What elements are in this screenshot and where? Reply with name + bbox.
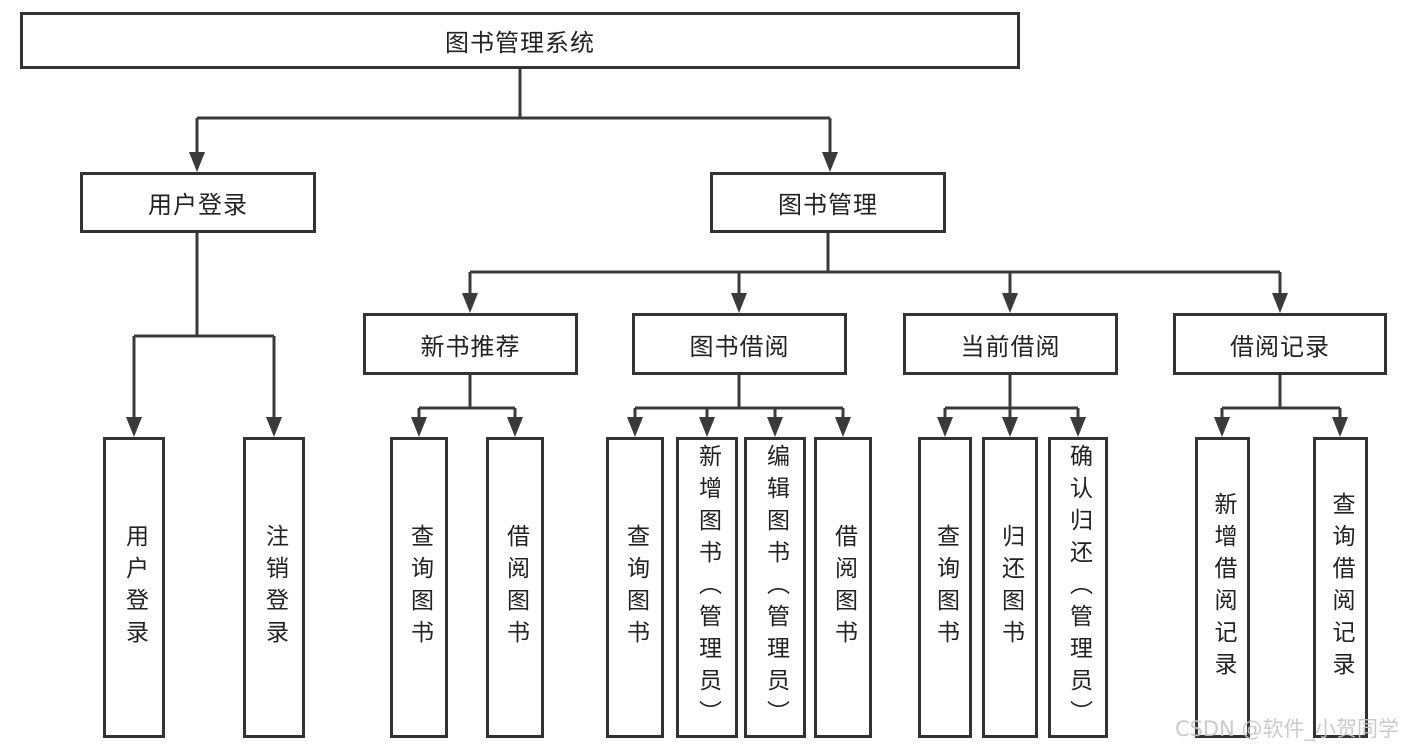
leaf-borrowing-borrow-books: 借阅图书: [814, 437, 872, 738]
node-label: 当前借阅: [960, 332, 1061, 361]
node-label: 用户登录: [121, 523, 148, 652]
node-borrowing-records: 借阅记录: [1173, 313, 1387, 375]
leaf-add-borrow-record: 新增借阅记录: [1195, 437, 1250, 738]
leaf-query-borrow-record: 查询借阅记录: [1313, 437, 1368, 738]
node-label: 新书推荐: [420, 332, 521, 361]
node-label: 图书管理系统: [445, 29, 595, 57]
leaf-confirm-return-admin: 确认归还（管理员）: [1048, 437, 1108, 738]
leaf-borrowing-query-books: 查询图书: [606, 437, 664, 738]
node-label: 借阅图书: [830, 523, 857, 652]
node-label: 查询图书: [622, 523, 649, 652]
leaf-recommend-borrow-books: 借阅图书: [486, 437, 544, 738]
leaf-add-books-admin: 新增图书（管理员）: [676, 437, 738, 738]
node-label: 归还图书: [997, 523, 1024, 652]
node-label: 图书管理: [778, 191, 878, 219]
node-label: 查询图书: [932, 523, 959, 652]
leaf-recommend-query-books: 查询图书: [390, 437, 448, 738]
node-new-book-recommend: 新书推荐: [363, 313, 578, 375]
csdn-watermark: CSDN @软件_小贺同学: [1174, 717, 1399, 741]
node-label: 查询图书: [406, 523, 433, 652]
node-library-system: 图书管理系统: [20, 12, 1020, 69]
node-book-management: 图书管理: [710, 172, 946, 233]
node-user-login: 用户登录: [80, 172, 316, 233]
node-current-borrowing: 当前借阅: [903, 313, 1118, 375]
leaf-edit-books-admin: 编辑图书（管理员）: [744, 437, 806, 738]
leaf-current-query-books: 查询图书: [918, 437, 972, 738]
node-label: 借阅记录: [1230, 332, 1330, 361]
node-label: 用户登录: [148, 191, 248, 219]
node-label: 编辑图书（管理员）: [762, 443, 789, 732]
leaf-return-books: 归还图书: [982, 437, 1038, 738]
node-label: 图书借阅: [689, 332, 790, 361]
node-label: 注销登录: [261, 523, 288, 652]
node-label: 新增图书（管理员）: [694, 443, 721, 732]
node-label: 借阅图书: [502, 523, 529, 652]
leaf-user-login: 用户登录: [103, 437, 165, 738]
node-label: 确认归还（管理员）: [1065, 443, 1092, 732]
node-book-borrowing: 图书借阅: [632, 313, 847, 375]
node-label: 新增借阅记录: [1210, 491, 1236, 684]
node-label: 查询借阅记录: [1328, 491, 1354, 684]
leaf-logout: 注销登录: [243, 437, 305, 738]
